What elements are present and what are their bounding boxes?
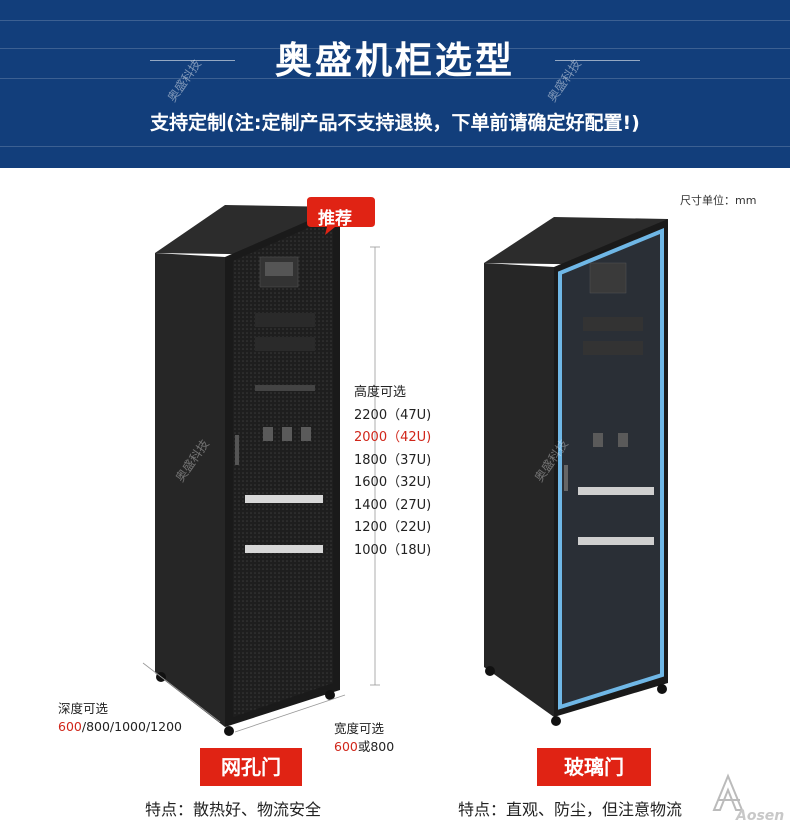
height-option-recommended: 2000（42U) — [354, 430, 432, 445]
height-option: 1000（18U) — [354, 542, 432, 558]
height-option: 1600（32U) — [354, 475, 432, 490]
width-option-others: 或800 — [357, 739, 395, 754]
depth-option-recommended: 600 — [58, 719, 82, 734]
brand-name: Aosens — [735, 808, 784, 824]
header-banner: 奥盛机柜选型 支持定制(注:定制产品不支持退换，下单前请确定好配置!) 奥盛科技… — [0, 0, 790, 168]
depth-options: 深度可选 600/800/1000/1200 — [58, 700, 182, 736]
height-option: 1800（37U) — [354, 452, 432, 468]
aosens-logo: Aosens — [712, 773, 784, 824]
mesh-door-cabinet-image — [142, 205, 380, 736]
height-options: 高度可选 2200（47U) 2000（42U) 1800（37U) 1600（… — [354, 382, 431, 562]
unit-label: 尺寸单位：mm — [680, 194, 757, 207]
glass-door-cabinet-image — [484, 217, 668, 726]
height-option: 1400（27U) — [354, 497, 432, 513]
height-option: 1200（22U) — [354, 520, 432, 535]
width-options-title: 宽度可选 — [334, 721, 385, 736]
glass-door-features: 特点：直观、防尘，但注意物流 — [458, 800, 683, 819]
mesh-door-features: 特点：散热好、物流安全 — [145, 800, 322, 819]
width-option-recommended: 600 — [334, 739, 358, 754]
page-subtitle: 支持定制(注:定制产品不支持退换，下单前请确定好配置!) — [150, 112, 640, 134]
recommend-badge: 推荐 — [318, 209, 352, 229]
recommend-badge-shape — [307, 197, 375, 235]
height-option: 2200（47U) — [354, 407, 432, 423]
height-options-title: 高度可选 — [354, 385, 407, 400]
width-options: 宽度可选 600或800 — [334, 720, 394, 756]
depth-option-others: /800/1000/1200 — [81, 719, 182, 734]
page-title: 奥盛机柜选型 — [275, 39, 515, 82]
depth-options-title: 深度可选 — [58, 701, 109, 716]
glass-door-label: 玻璃门 — [537, 748, 651, 786]
mesh-door-label: 网孔门 — [200, 748, 302, 786]
